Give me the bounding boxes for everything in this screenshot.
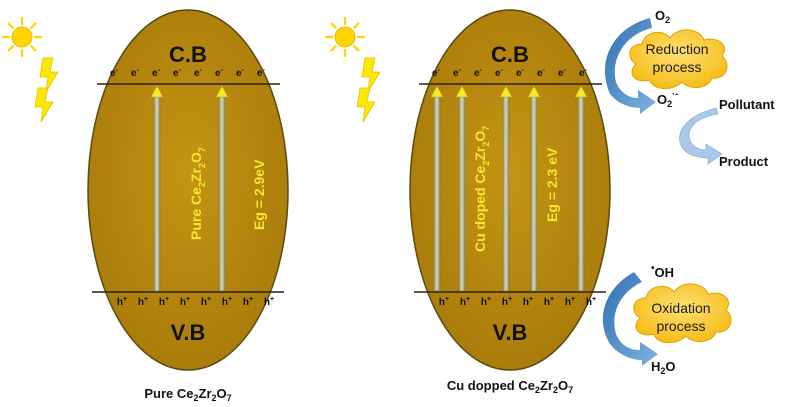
electron: e- <box>236 67 245 79</box>
reduction-curved-arrow <box>604 18 656 114</box>
reduction-label: Reduction <box>645 41 708 57</box>
hole: h+ <box>243 296 253 308</box>
hole: h+ <box>222 296 232 308</box>
oxidation-curved-arrow <box>602 272 658 366</box>
superoxide-label: O2·- <box>657 89 678 109</box>
pure-semiconductor-panel: C.B V.B e-e-e-e-e-e-e-e- h+h+h+h+h+h+h+h… <box>87 9 289 371</box>
pollutant-curved-arrow <box>679 107 723 165</box>
band-gap-label: Eg = 2.9eV <box>251 159 267 230</box>
cu-doped-semiconductor-panel: C.B V.B e-e-e-e-e-e-e-e- h+h+h+h+h+h+h+h… <box>409 9 611 371</box>
pure-caption: Pure Ce2Zr2O7 <box>144 386 231 403</box>
excitation-arrows <box>150 85 229 292</box>
hole: h+ <box>523 296 533 308</box>
electron: e- <box>257 67 266 79</box>
electron: e- <box>110 67 119 79</box>
lightning-bolt-icon <box>34 87 54 123</box>
electron: e- <box>516 67 525 79</box>
sun-icon <box>324 16 366 58</box>
lightning-bolt-icon <box>361 57 381 93</box>
hole: h+ <box>264 296 274 308</box>
oxidation-label: Oxidation <box>651 300 710 316</box>
hole: h+ <box>460 296 470 308</box>
reduction-process-group: O2 Reduction process O2·- Pollutant Prod… <box>604 8 775 169</box>
electron: e- <box>194 67 203 79</box>
hole: h+ <box>565 296 575 308</box>
valence-band-label: V.B <box>171 320 206 345</box>
material-label: Cu doped Ce2Zr2O7 <box>472 126 491 252</box>
hole: h+ <box>439 296 449 308</box>
oxidation-process-group: •OH Oxidation process H2O <box>602 263 732 376</box>
electron: e- <box>537 67 546 79</box>
product-label: Product <box>719 154 769 169</box>
electron: e- <box>453 67 462 79</box>
oxygen-label: O2 <box>655 8 670 25</box>
excitation-arrow <box>430 85 444 292</box>
hole: h+ <box>117 296 127 308</box>
electron-row: e-e-e-e-e-e-e-e- <box>110 67 266 79</box>
hole: h+ <box>502 296 512 308</box>
hole: h+ <box>159 296 169 308</box>
process-label: process <box>656 318 705 334</box>
hole-row: h+ h+ h+ h+ h+ h+ h+ h+ <box>117 296 274 308</box>
sun-icon <box>1 16 43 58</box>
lightning-bolt-icon <box>356 87 376 123</box>
excitation-arrows <box>430 85 588 292</box>
hole: h+ <box>138 296 148 308</box>
excitation-arrow <box>455 85 469 292</box>
band-gap-label: Eg = 2.3 eV <box>544 147 560 222</box>
hole-row: h+ h+ h+ h+ h+ h+ h+ h+ <box>439 296 596 308</box>
cu-doped-caption: Cu dopped Ce2Zr2O7 <box>447 378 573 395</box>
excitation-arrow <box>527 85 541 292</box>
hole: h+ <box>586 296 596 308</box>
valence-band-label: V.B <box>493 320 528 345</box>
excitation-arrow <box>574 85 588 292</box>
electron: e- <box>215 67 224 79</box>
excitation-arrow <box>499 85 513 292</box>
conduction-band-label: C.B <box>491 42 529 67</box>
hole: h+ <box>180 296 190 308</box>
electron: e- <box>474 67 483 79</box>
material-label: Pure Ce2Zr2O7 <box>188 147 207 240</box>
hydroxyl-radical-label: •OH <box>651 263 674 280</box>
pollutant-label: Pollutant <box>719 97 775 112</box>
electron: e- <box>152 67 161 79</box>
electron: e- <box>579 67 588 79</box>
electron: e- <box>558 67 567 79</box>
lightning-bolt-icon <box>39 57 59 93</box>
electron: e- <box>495 67 504 79</box>
reduction-cloud: Reduction process <box>629 29 728 89</box>
water-label: H2O <box>651 359 676 376</box>
electron: e- <box>432 67 441 79</box>
hole: h+ <box>481 296 491 308</box>
process-label: process <box>652 59 701 75</box>
electron: e- <box>173 67 182 79</box>
electron: e- <box>131 67 140 79</box>
excitation-arrow <box>150 85 164 292</box>
oxidation-cloud: Oxidation process <box>633 283 732 343</box>
hole: h+ <box>201 296 211 308</box>
electron-row: e-e-e-e-e-e-e-e- <box>432 67 588 79</box>
excitation-arrow <box>215 85 229 292</box>
semiconductor-ellipse <box>87 9 289 371</box>
conduction-band-label: C.B <box>169 42 207 67</box>
hole: h+ <box>544 296 554 308</box>
